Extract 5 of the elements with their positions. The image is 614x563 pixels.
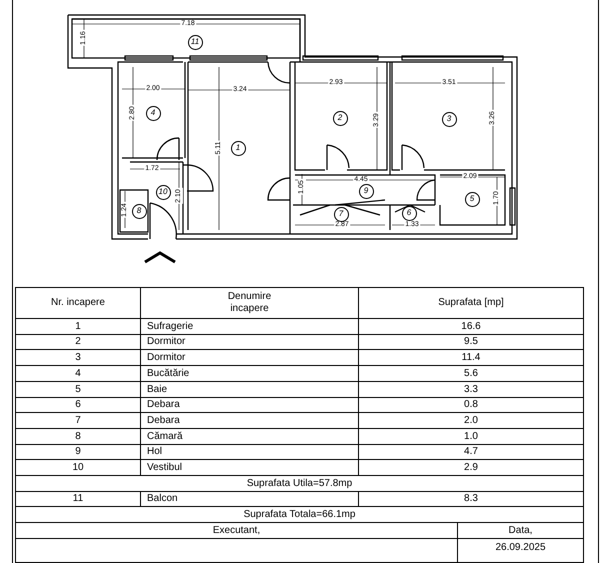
table-cell: Suprafata [mp] (358, 287, 584, 319)
table-cell: 26.09.2025 (457, 538, 584, 563)
table-cell: Nr. incapere (15, 287, 141, 319)
table-cell: Suprafata Utila=57.8mp (15, 475, 584, 492)
table-cell: Suprafata Totala=66.1mp (15, 506, 584, 523)
